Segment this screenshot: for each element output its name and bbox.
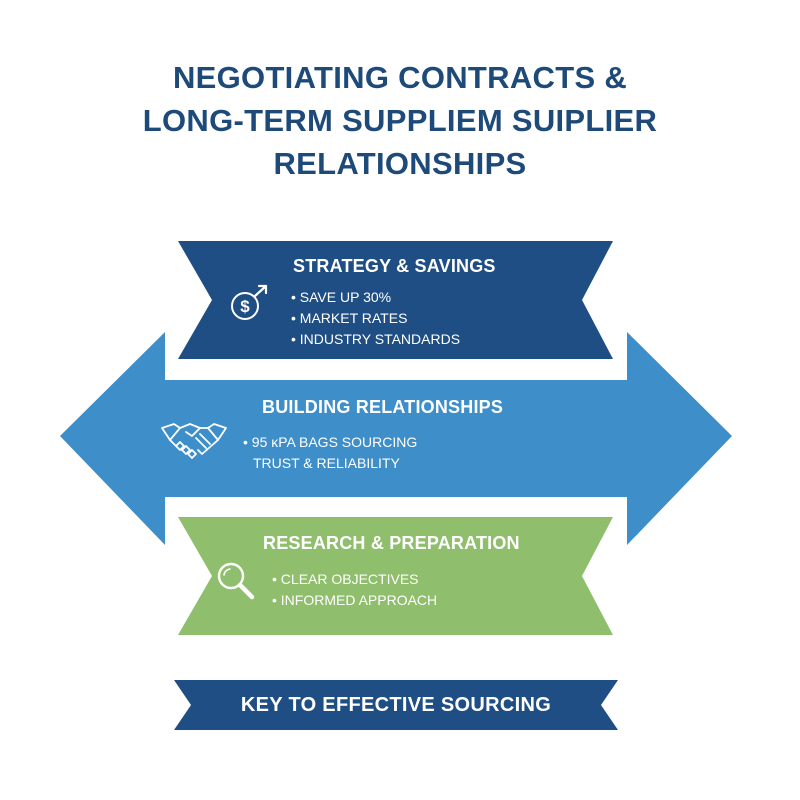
list-item: • 95 κPA BAGS SOURCING [243,434,418,450]
list-item: • MARKET RATES [291,310,408,326]
list-item: TRUST & RELIABILITY [253,455,400,471]
svg-text:$: $ [240,297,250,316]
list-item: • SAVE UP 30% [291,289,392,305]
research-banner [178,517,613,635]
strategy-banner [178,241,613,359]
page-title: NEGOTIATING CONTRACTS & LONG-TERM SUPPLI… [0,56,800,185]
list-item: • INFORMED APPROACH [272,592,438,608]
relationships-heading: BUILDING RELATIONSHIPS [262,397,504,417]
footer-label: KEY TO EFFECTIVE SOURCING [240,694,552,716]
research-list: • CLEAR OBJECTIVES • INFORMED APPROACH [272,569,437,611]
relationships-double-arrow [60,332,732,545]
list-item: • INDUSTRY STANDARDS [291,331,461,347]
research-heading: RESEARCH & PREPARATION [263,533,520,553]
dollar-growth-icon: $ [231,284,268,320]
strategy-heading: STRATEGY & SAVINGS [293,256,496,276]
title-line-3: RELATIONSHIPS [273,146,527,181]
footer-ribbon [174,680,618,730]
strategy-list: • SAVE UP 30% • MARKET RATES • INDUSTRY … [291,287,460,350]
title-line-2: LONG-TERM SUPPLIEM SUIPLIER [142,103,658,138]
handshake-icon [161,423,227,459]
title-line-1: NEGOTIATING CONTRACTS & [172,60,628,95]
list-item: • CLEAR OBJECTIVES [272,571,419,587]
magnifier-icon [217,562,255,600]
relationships-list: • 95 κPA BAGS SOURCING TRUST & RELIABILI… [243,432,417,474]
